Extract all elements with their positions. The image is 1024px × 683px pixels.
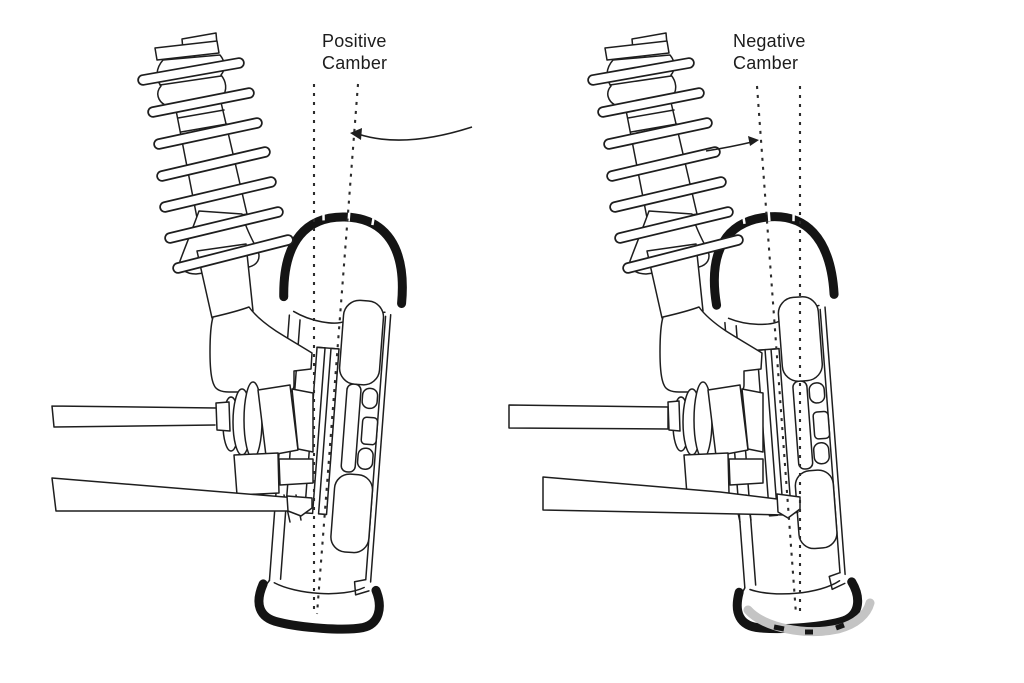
negative-camber-panel: Negative Camber	[508, 31, 875, 636]
control-arm-bracket	[286, 495, 313, 517]
wheel-axis-line	[315, 83, 360, 615]
cv-axle-shaft	[51, 401, 231, 432]
lower-control-arm	[542, 476, 799, 516]
camber-angle-arrow	[350, 126, 473, 141]
camber-angle-arrow	[705, 136, 759, 152]
positive-camber-label-line2: Camber	[322, 53, 387, 73]
positive-camber-label-line1: Positive	[322, 31, 387, 51]
wheel-axis-line	[755, 85, 798, 615]
negative-camber-label-line1: Negative	[733, 31, 806, 51]
axle-collar	[215, 401, 231, 432]
control-arm-bracket	[776, 493, 801, 519]
watermark-band	[743, 598, 875, 636]
cv-axle-shaft	[508, 400, 681, 432]
positive-camber-panel: Positive Camber	[51, 31, 473, 633]
negative-camber-label-line2: Camber	[733, 53, 798, 73]
axle-collar	[667, 400, 681, 432]
